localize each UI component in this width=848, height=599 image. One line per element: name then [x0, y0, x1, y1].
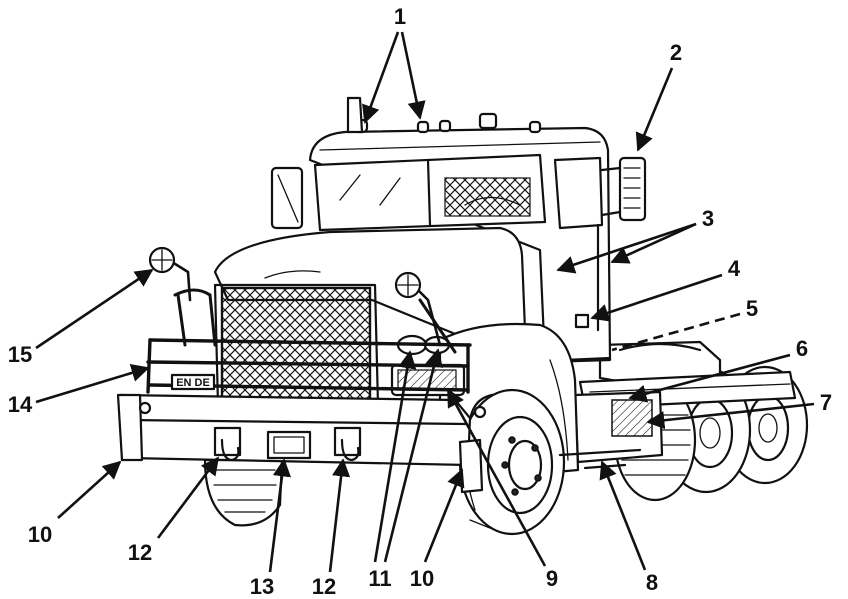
leader-1b — [400, 31, 426, 120]
callout-11: 11 — [368, 566, 391, 591]
callout-2: 2 — [670, 40, 682, 65]
callout-7: 7 — [820, 390, 832, 415]
bumper-plate-text: EN DE — [176, 377, 210, 389]
leader-12-left — [156, 456, 220, 539]
leader-13 — [268, 458, 291, 573]
leader-4 — [590, 273, 723, 322]
leader-2 — [635, 67, 674, 152]
callout-10-left: 10 — [28, 522, 52, 547]
callout-14: 14 — [8, 392, 33, 417]
right-marker-lamp — [394, 271, 442, 347]
leader-6 — [628, 353, 791, 403]
front-right-wheel — [458, 388, 566, 536]
leader-11a — [373, 350, 417, 563]
callout-13: 13 — [250, 574, 274, 599]
callout-1: 1 — [394, 4, 406, 29]
left-marker-lamp — [148, 246, 192, 302]
leader-5 — [611, 312, 741, 352]
leader-3a — [610, 222, 697, 264]
leader-8 — [599, 460, 647, 571]
leader-14 — [35, 364, 150, 404]
leader-11b — [383, 348, 443, 563]
callout-6: 6 — [796, 336, 808, 361]
leader-3b — [556, 222, 697, 274]
callout-5: 5 — [746, 296, 758, 321]
callouts: 1 2 3 4 5 6 7 8 9 10 10 1 — [8, 4, 832, 599]
front-left-wheel — [203, 458, 284, 527]
leader-1a — [362, 31, 400, 124]
callout-4: 4 — [728, 256, 741, 281]
leader-10-left — [57, 460, 122, 519]
cab — [270, 96, 647, 364]
leader-12-right — [328, 458, 351, 573]
leader-9 — [446, 388, 547, 567]
callout-12-left: 12 — [128, 540, 152, 565]
leader-15 — [35, 268, 154, 350]
front-bumper — [116, 393, 487, 467]
callout-9: 9 — [546, 566, 558, 591]
leader-10-right — [423, 468, 465, 563]
callout-12-right: 12 — [312, 574, 336, 599]
right-fender — [438, 322, 580, 474]
leader-7 — [646, 402, 815, 430]
callout-15: 15 — [8, 342, 32, 367]
callout-8: 8 — [646, 570, 658, 595]
callout-3: 3 — [702, 206, 714, 231]
callout-10-right: 10 — [410, 566, 434, 591]
truck-illustration: EN DE — [116, 96, 809, 536]
